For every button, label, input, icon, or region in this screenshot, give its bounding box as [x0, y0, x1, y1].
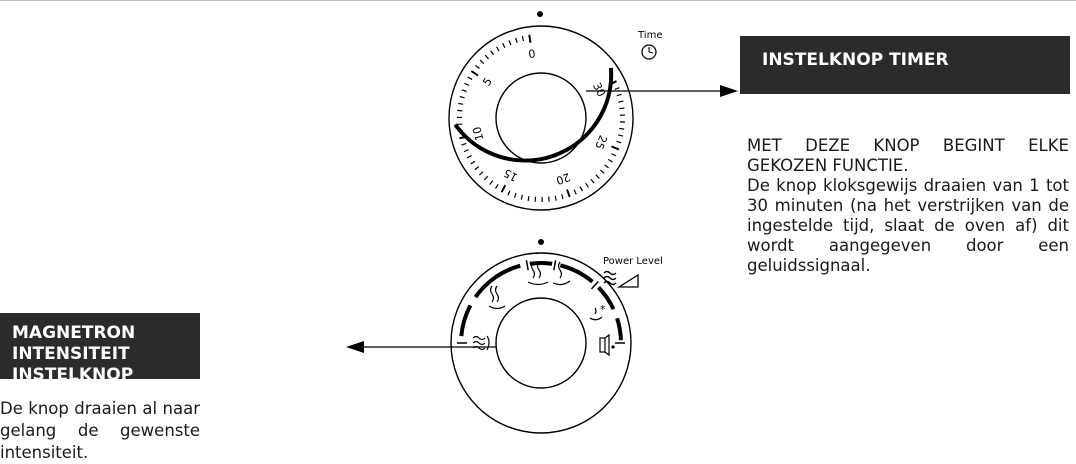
- timer-number: 5: [480, 75, 495, 88]
- power-label-box: MAGNETRON INTENSITEIT INSTELKNOP: [0, 313, 200, 379]
- clock-icon: [642, 45, 656, 59]
- timer-tick: [617, 94, 622, 95]
- timer-number: 20: [554, 170, 572, 187]
- timer-tick: [485, 55, 488, 59]
- timer-tick: [555, 196, 556, 201]
- timer-tick: [605, 165, 609, 168]
- power-scale-segments: [457, 260, 625, 343]
- power-segment: [475, 266, 520, 297]
- power-tick: [554, 260, 556, 270]
- timer-number: 15: [501, 166, 519, 184]
- timer-scale-arc: [455, 68, 611, 161]
- timer-knob[interactable]: 0 5 10 15 20 25 30: [449, 11, 633, 210]
- power-segment: [560, 265, 592, 281]
- timer-tick: [480, 60, 484, 63]
- timer-scale-numbers: 0 5 10 15 20 25 30: [470, 47, 609, 187]
- timer-tick: [503, 43, 505, 47]
- power-description: De knop draaien al naar gelang de gewens…: [0, 398, 200, 464]
- timer-tick: [562, 194, 563, 199]
- timer-label-title: INSTELKNOP TIMER: [762, 50, 949, 70]
- power-dial-outer: [451, 253, 631, 433]
- timer-tick: [458, 103, 463, 104]
- timer-tick: [495, 184, 498, 188]
- timer-description-body: De knop kloksgewijs draaien van 1 tot 30…: [747, 176, 1069, 276]
- timer-tick: [490, 181, 493, 185]
- power-indicator-dot: [538, 239, 544, 245]
- timer-tick: [509, 40, 511, 45]
- timer-number: 25: [592, 133, 609, 151]
- exit-icon: [600, 335, 614, 355]
- timer-tick: [471, 161, 475, 164]
- timer-tick: [567, 189, 570, 197]
- timer-tick: [464, 150, 469, 152]
- power-label-title: MAGNETRON INTENSITEIT INSTELKNOP: [12, 323, 135, 385]
- defrost-icon: [489, 286, 505, 309]
- power-segment: [617, 318, 621, 340]
- timer-tick: [600, 170, 604, 173]
- timer-tick: [522, 36, 523, 41]
- timer-tick: [608, 159, 612, 162]
- power-knob[interactable]: [451, 239, 631, 433]
- timer-number: 10: [470, 125, 486, 142]
- timer-description: MET DEZE KNOP BEGINT ELKE GEKOZEN FUNCTI…: [747, 136, 1069, 276]
- timer-tick: [467, 156, 471, 158]
- timer-dial-outer: [449, 26, 633, 210]
- timer-tick: [612, 154, 616, 156]
- timer-tick: [528, 196, 529, 201]
- timer-tick: [521, 195, 522, 200]
- wave-icon: [473, 336, 489, 350]
- timer-tick: [502, 185, 506, 192]
- timer-tick: [462, 90, 467, 92]
- timer-tick: [471, 71, 478, 75]
- timer-tick: [514, 193, 516, 198]
- steam-icon: [528, 262, 548, 285]
- timer-tick: [591, 179, 594, 183]
- timer-tick: [619, 108, 624, 109]
- timer-tick: [619, 128, 624, 129]
- power-segment: [461, 305, 470, 336]
- timer-tick: [496, 47, 499, 51]
- timer-dial-inner: [496, 73, 586, 163]
- timer-label-box: INSTELKNOP TIMER: [740, 36, 1070, 94]
- timer-tick: [475, 167, 479, 170]
- timer-tick: [611, 146, 618, 149]
- timer-tick: [596, 175, 599, 179]
- timer-tick: [618, 101, 623, 102]
- timer-tick: [580, 187, 582, 191]
- timer-tick: [465, 83, 470, 85]
- power-tick: [526, 260, 528, 270]
- timer-tick: [491, 51, 494, 55]
- timer-number: 0: [528, 47, 537, 61]
- power-dial-inner: [496, 298, 586, 388]
- timer-tick: [460, 97, 465, 98]
- timer-tick: [476, 65, 480, 68]
- timer-description-heading: MET DEZE KNOP BEGINT ELKE GEKOZEN FUNCTI…: [747, 136, 1069, 176]
- timer-tick: [615, 88, 620, 90]
- timer-tick: [586, 183, 589, 187]
- power-tick: [591, 282, 598, 289]
- power-level-caption: Power Level: [603, 256, 663, 267]
- timer-indicator-dot: [537, 11, 543, 17]
- time-caption: Time: [637, 30, 662, 41]
- timer-tick: [484, 176, 487, 180]
- timer-tick: [508, 191, 510, 196]
- timer-tick: [461, 143, 466, 145]
- timer-tick: [616, 141, 621, 142]
- timer-tick: [468, 77, 472, 79]
- timer-number: 30: [590, 81, 608, 99]
- svg-text:*: *: [600, 303, 606, 316]
- timer-tick: [618, 135, 623, 136]
- combi-icon: *: [590, 303, 606, 320]
- timer-tick: [574, 190, 576, 195]
- timer-tick: [529, 35, 530, 43]
- timer-tick: [516, 38, 518, 43]
- timer-tick: [479, 172, 483, 175]
- power-segment: [530, 263, 552, 264]
